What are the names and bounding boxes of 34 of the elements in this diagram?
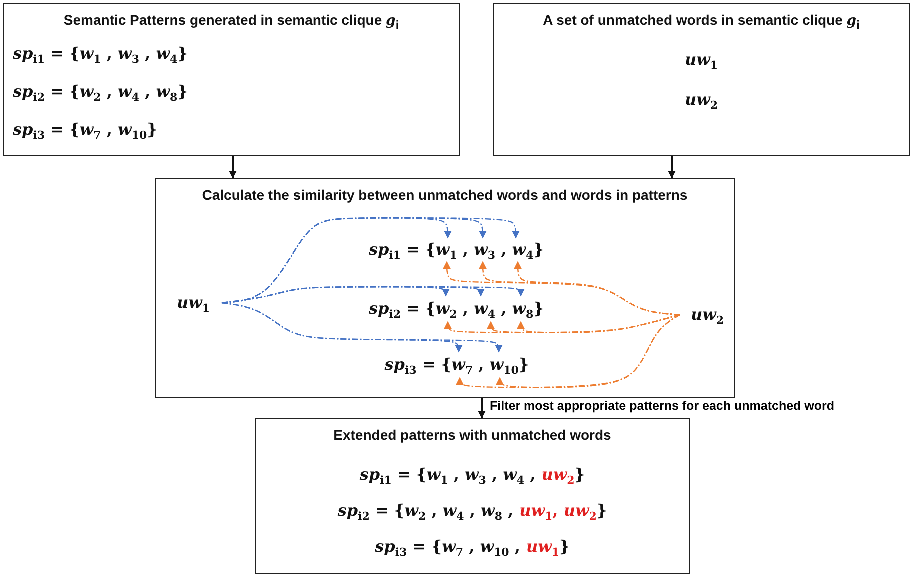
added-word: uw$_{1}$, uw$_{2}$ <box>520 501 597 520</box>
dashed-arrow <box>517 314 680 334</box>
process-box <box>3 3 460 156</box>
formula-text: sp$_{i3}$ = {w$_{7}$ , w$_{10}$} <box>374 352 540 378</box>
box-title: Calculate the similarity between unmatched words and words in patterns <box>201 187 689 203</box>
word-formula: uw$_{1}$ <box>684 50 720 72</box>
edge-label: Filter most appropriate patterns for each unmatched word <box>488 399 837 413</box>
pattern-formula: sp$_{i2}$ = {w$_{2}$ , w$_{4}$ , w$_{8}$ , <box>338 501 514 520</box>
pattern-formula: sp$_{i3}$ = {w$_{7}$ , w$_{10}$ , <box>375 537 520 556</box>
word-formula: uw$_{2}$ <box>684 90 720 112</box>
arrow <box>478 398 486 419</box>
formula-text: uw$_{2}$ <box>680 302 736 328</box>
closing-brace: } <box>574 465 586 484</box>
dashed-arrow <box>496 314 680 388</box>
added-word: uw$_{2}$ <box>542 465 575 484</box>
formula-text: sp$_{i2}$ = {w$_{2}$ , w$_{4}$ , w$_{8}$} <box>362 296 552 322</box>
dashed-arrow <box>514 261 680 316</box>
pattern-formula: sp$_{i3}$ = {w$_{7}$ , w$_{10}$} <box>13 120 158 142</box>
closing-brace: } <box>560 537 570 556</box>
process-box <box>155 178 735 398</box>
process-box <box>255 418 690 574</box>
process-box <box>493 3 910 156</box>
formula-text: sp$_{i1}$ = {w$_{1}$ , w$_{3}$ , w$_{4}$} <box>362 238 552 262</box>
pattern-formula: sp$_{i2}$ = {w$_{2}$ , w$_{4}$ , w$_{8}$} <box>13 82 188 104</box>
added-word: uw$_{1}$ <box>526 537 560 556</box>
closing-brace: } <box>596 501 608 520</box>
arrow <box>668 156 676 179</box>
box-title: Extended patterns with unmatched words <box>332 427 612 443</box>
box-title: Semantic Patterns generated in semantic clique g$_{i}$ <box>62 12 400 32</box>
formula-text: uw$_{1}$ <box>166 290 222 316</box>
arrow <box>229 156 237 179</box>
box-title: A set of unmatched words in semantic clique g$_{i}$ <box>542 12 861 32</box>
pattern-formula: sp$_{i1}$ = {w$_{1}$ , w$_{3}$ , w$_{4}$} <box>13 44 188 66</box>
pattern-formula: sp$_{i1}$ = {w$_{1}$ , w$_{3}$ , w$_{4}$ , <box>360 465 536 484</box>
